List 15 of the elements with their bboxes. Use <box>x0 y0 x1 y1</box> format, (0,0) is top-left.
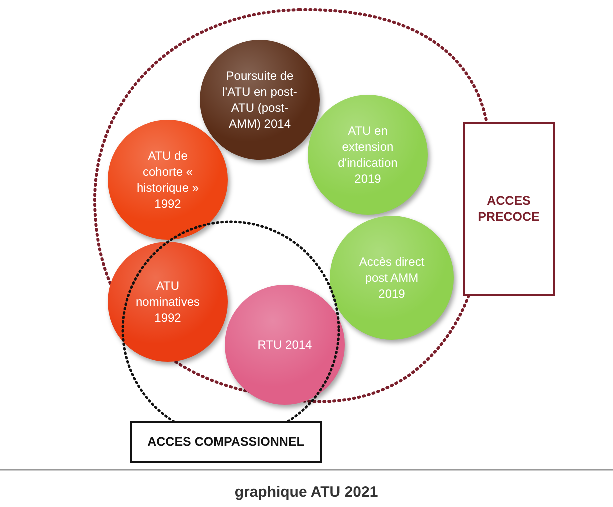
node-label: ACCES COMPASSIONNEL <box>148 434 304 450</box>
circle <box>225 285 345 405</box>
circle <box>108 242 228 362</box>
circle <box>330 216 454 340</box>
node-label: Accès direct post AMM 2019 <box>358 254 426 302</box>
circle <box>108 120 228 240</box>
node-label: RTU 2014 <box>256 337 314 353</box>
node-label: ATU nominatives 1992 <box>134 278 201 326</box>
node-label: ATU de cohorte « historique » 1992 <box>136 148 200 212</box>
node-label: ATU en extension d'indication 2019 <box>337 123 399 187</box>
node-label: ACCES PRECOCE <box>477 193 541 225</box>
caption: graphique ATU 2021 <box>234 484 378 501</box>
label-box <box>463 122 555 296</box>
node-label: Poursuite de l'ATU en post-ATU (post-AMM) 2014 <box>222 68 298 132</box>
label-box <box>130 421 322 463</box>
